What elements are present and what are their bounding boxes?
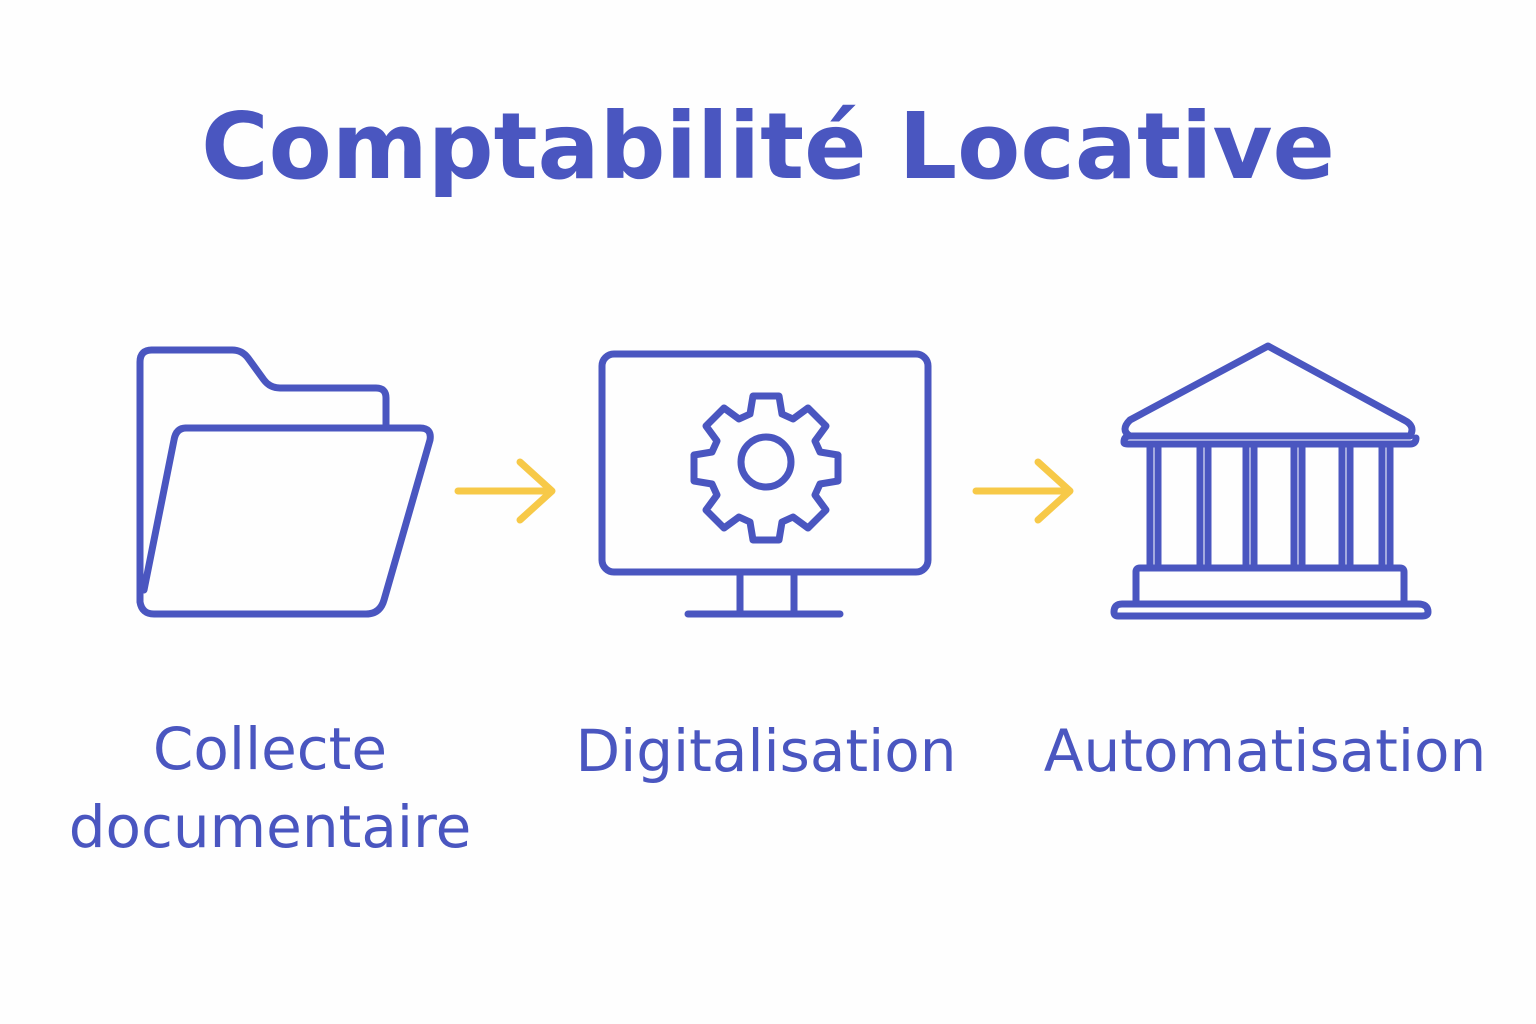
diagram-title: Comptabilité Locative: [201, 93, 1335, 200]
arrow-right-icon: [972, 458, 1080, 528]
folder-icon: [134, 344, 436, 620]
step-label-digitalisation: Digitalisation: [546, 712, 986, 790]
arrow-right-icon: [454, 458, 562, 528]
step-label-line: Collecte: [152, 715, 388, 783]
gear-icon: [690, 392, 842, 544]
step-label-automatisation: Automatisation: [1030, 712, 1500, 790]
step-label-collecte: Collecte documentaire: [40, 710, 500, 866]
step-label-line: Digitalisation: [575, 717, 957, 785]
step-label-line: documentaire: [68, 793, 472, 861]
computer-gear-icon: [598, 350, 934, 622]
bank-building-icon: [1106, 340, 1434, 624]
step-label-line: Automatisation: [1043, 717, 1487, 785]
